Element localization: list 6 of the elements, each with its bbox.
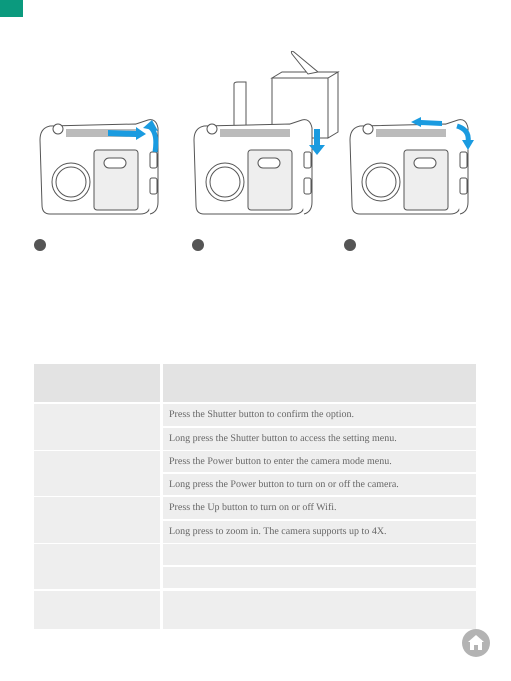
table-text: Press the Power button to enter the camera mode menu. bbox=[169, 455, 392, 469]
table-text: Long press the Shutter button to access the setting menu. bbox=[169, 432, 397, 446]
table-text: Press the Up button to turn on or off Wifi. bbox=[169, 501, 337, 515]
table-text: Long press to zoom in. The camera supports up to 4X. bbox=[169, 525, 387, 539]
table-text: Long press the Power button to turn on or off the camera. bbox=[169, 478, 399, 492]
table-text: Press the Shutter button to confirm the option. bbox=[169, 408, 354, 422]
